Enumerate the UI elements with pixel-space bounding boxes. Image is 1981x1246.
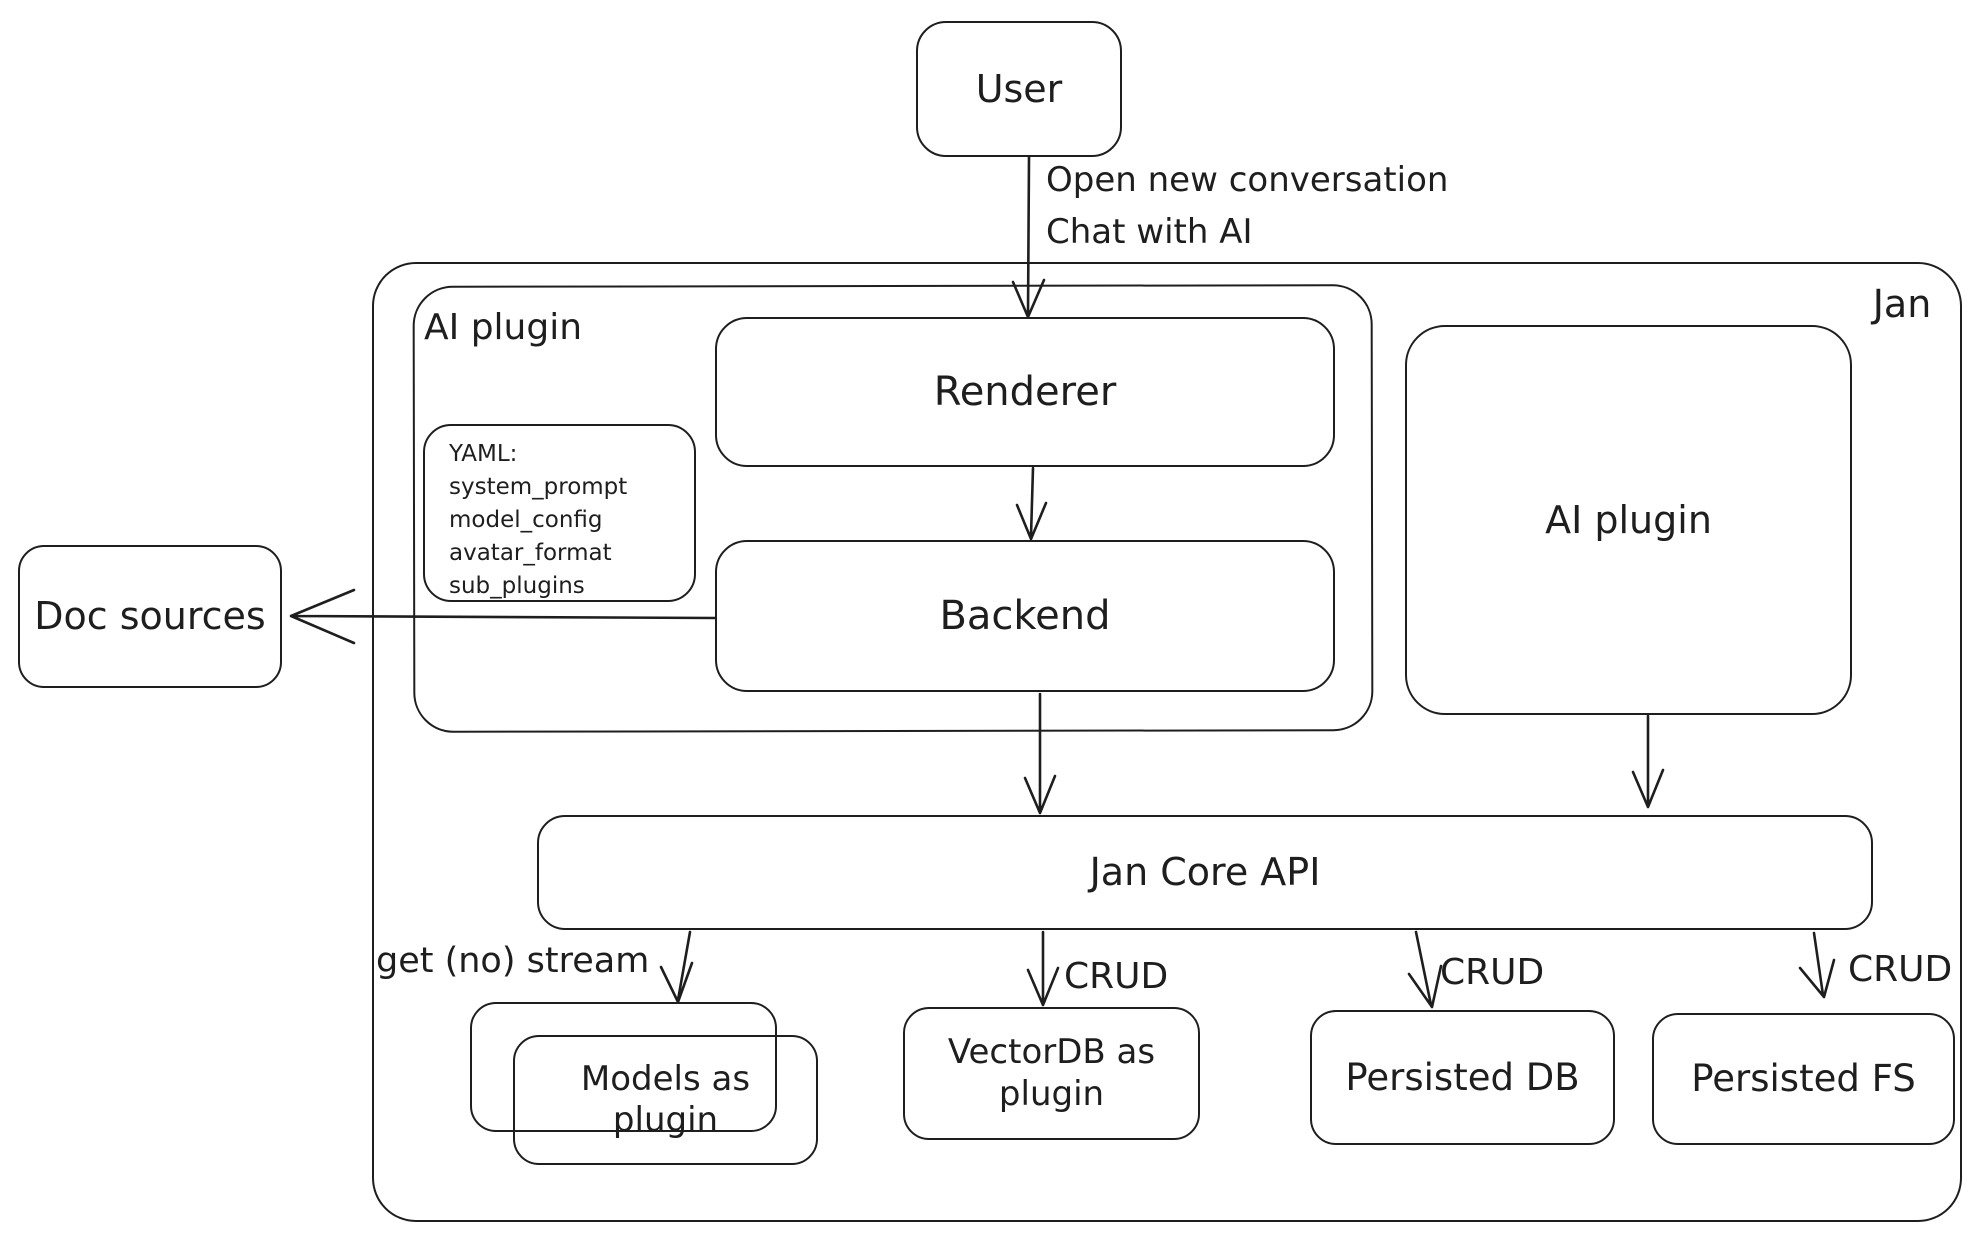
yaml-note-item: model_config — [449, 507, 603, 533]
yaml-note-item: sub_plugins — [449, 573, 585, 599]
yaml-note-item: avatar_format — [449, 540, 612, 566]
persisted-db-node-label: Persisted DB — [1345, 1055, 1580, 1099]
persisted-fs-node: Persisted FS — [1652, 1013, 1955, 1145]
get-no-stream-label: get (no) stream — [376, 941, 650, 981]
models-as-plugin-node-label: Models as plugin — [580, 1058, 751, 1140]
renderer-node: Renderer — [715, 317, 1335, 467]
doc-sources-node: Doc sources — [18, 545, 282, 688]
user-node-label: User — [975, 66, 1063, 111]
vectordb-as-plugin-node: VectorDB as plugin — [903, 1007, 1200, 1140]
crud-label-vectordb: CRUD — [1064, 956, 1169, 997]
yaml-note: YAML: system_prompt model_config avatar_… — [423, 424, 696, 602]
yaml-note-item: system_prompt — [449, 474, 628, 500]
yaml-note-title: YAML: — [449, 441, 518, 467]
persisted-fs-node-label: Persisted FS — [1691, 1057, 1916, 1101]
renderer-node-label: Renderer — [933, 368, 1117, 415]
user-node: User — [916, 21, 1122, 157]
crud-label-persisted-db: CRUD — [1440, 952, 1545, 993]
ai-plugin-node: AI plugin — [1405, 325, 1852, 715]
jan-core-api-node: Jan Core API — [537, 815, 1873, 930]
user-arrow-label-line2: Chat with AI — [1046, 212, 1253, 252]
ai-plugin-container-label: AI plugin — [424, 307, 583, 348]
doc-sources-node-label: Doc sources — [34, 594, 266, 639]
vectordb-as-plugin-node-label: VectorDB as plugin — [947, 1032, 1156, 1114]
crud-label-persisted-fs: CRUD — [1848, 949, 1953, 990]
backend-node: Backend — [715, 540, 1335, 692]
persisted-db-node: Persisted DB — [1310, 1010, 1615, 1145]
user-arrow-label-line1: Open new conversation — [1046, 160, 1449, 200]
jan-container-box — [372, 262, 1962, 1222]
models-as-plugin-back-node — [470, 1002, 777, 1132]
models-as-plugin-node: Models as plugin — [513, 1035, 818, 1165]
jan-core-api-node-label: Jan Core API — [1089, 850, 1321, 895]
backend-node-label: Backend — [939, 592, 1111, 639]
ai-plugin-node-label: AI plugin — [1545, 497, 1712, 542]
jan-container-label: Jan — [1872, 282, 1932, 326]
